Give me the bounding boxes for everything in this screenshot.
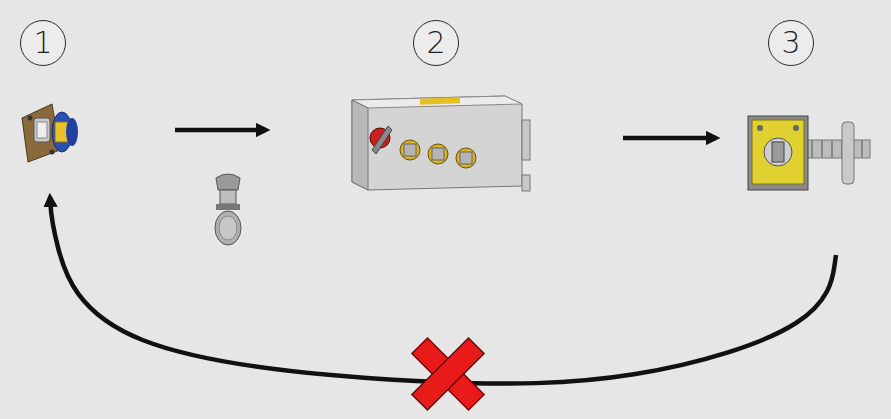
lock-device: [22, 104, 78, 162]
step-number-circle: 2: [413, 20, 459, 66]
switch-interlock: [748, 116, 870, 190]
step-number-circle: 3: [768, 20, 814, 66]
cross-mark: [412, 338, 484, 410]
step-node: 3: [718, 15, 883, 255]
key-icon: [215, 174, 241, 245]
step-node: 1: [10, 15, 172, 193]
step-number: 3: [781, 28, 800, 58]
step-number-circle: 1: [20, 20, 66, 66]
flow-arrow: [175, 128, 266, 133]
step-number: 2: [426, 28, 445, 58]
key-exchange-box: [352, 96, 530, 191]
step-number: 1: [33, 28, 52, 58]
step-node: 2: [268, 15, 620, 195]
flow-arrow: [623, 136, 716, 141]
cross-mark-layer: [412, 338, 484, 410]
